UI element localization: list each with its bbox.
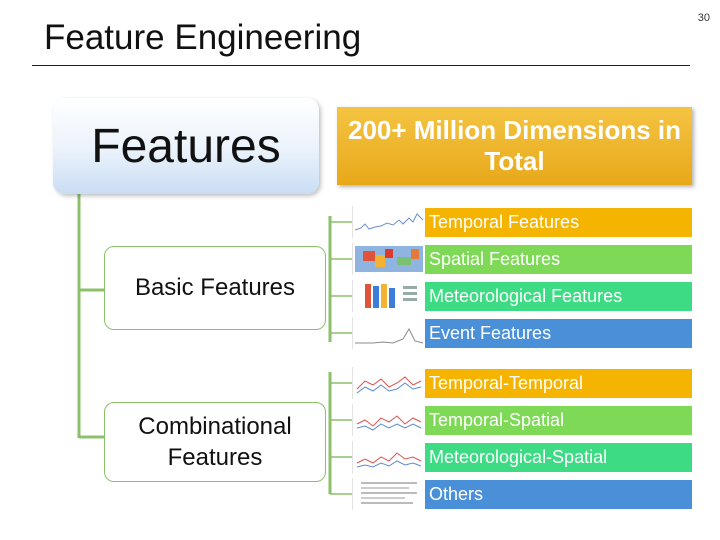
event-chart-thumbnail-icon <box>352 317 425 349</box>
band-temporal-temporal: Temporal-Temporal <box>425 369 692 398</box>
page-title: Feature Engineering <box>44 18 362 57</box>
band-temporal-spatial: Temporal-Spatial <box>425 406 692 435</box>
band-temporal-features: Temporal Features <box>425 208 692 237</box>
basic-features-box: Basic Features <box>104 246 326 330</box>
temporal-temporal-thumbnail-icon <box>352 367 425 399</box>
line-chart-thumbnail-icon <box>352 206 425 238</box>
band-event-features: Event Features <box>425 319 692 348</box>
features-box: Features <box>53 98 319 194</box>
meteorological-spatial-thumbnail-icon <box>352 441 425 473</box>
page-number: 30 <box>697 12 710 24</box>
temporal-spatial-thumbnail-icon <box>352 404 425 436</box>
band-meteorological-features: Meteorological Features <box>425 282 692 311</box>
bar-chart-thumbnail-icon <box>352 280 425 312</box>
band-others: Others <box>425 480 692 509</box>
heatmap-thumbnail-icon <box>352 243 425 275</box>
dimensions-callout: 200+ Million Dimensions in Total <box>337 107 692 185</box>
band-meteorological-spatial: Meteorological-Spatial <box>425 443 692 472</box>
title-divider <box>32 65 690 66</box>
table-thumbnail-icon <box>352 478 425 510</box>
band-spatial-features: Spatial Features <box>425 245 692 274</box>
combinational-features-box: Combinational Features <box>104 402 326 482</box>
